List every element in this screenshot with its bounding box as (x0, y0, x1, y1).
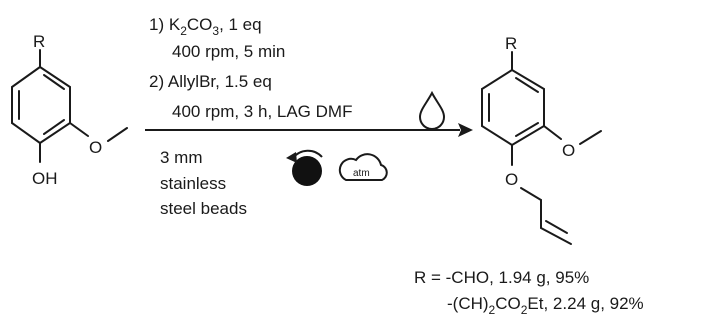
beads-line-2: stainless (160, 174, 226, 193)
ring-bond (481, 69, 513, 90)
ring-bond (511, 125, 545, 146)
sm-methoxy-o-label: O (89, 138, 102, 157)
aromatic-double-bond (43, 74, 65, 90)
result-line-1: R = -CHO, 1.94 g, 95% (414, 268, 589, 287)
ball-mill-icon (286, 149, 323, 186)
product-ether-o-label: O (505, 170, 518, 189)
starting-material (11, 49, 128, 163)
alkene-double-bond (545, 220, 568, 234)
sm-r-label: R (33, 32, 45, 51)
condition-step1-detail: 400 rpm, 5 min (172, 42, 285, 61)
condition-step1: 1) K2CO3, 1 eq (149, 15, 262, 38)
ring-bond (511, 69, 545, 90)
condition-step2: 2) AllylBr, 1.5 eq (149, 72, 272, 91)
product (481, 51, 602, 245)
allyl-bond (520, 187, 542, 201)
result-line-2: -(CH)2CO2Et, 2.24 g, 92% (447, 294, 644, 317)
ring-bond (481, 125, 513, 146)
methoxy-o-bond (69, 122, 89, 137)
ring-bond (39, 122, 71, 144)
methoxy-o-bond (543, 125, 562, 140)
condition-step2-detail: 400 rpm, 3 h, LAG DMF (172, 102, 352, 121)
allyl-bond (540, 227, 572, 245)
sm-hydroxyl-label: OH (32, 169, 58, 188)
methyl-bond (107, 127, 128, 142)
aromatic-double-bond (515, 77, 539, 93)
beads-line-1: 3 mm (160, 148, 203, 167)
ring-bond (11, 66, 41, 88)
aromatic-double-bond (43, 119, 65, 135)
aromatic-double-bond (515, 122, 539, 137)
arrow-head (458, 123, 473, 137)
methyl-bond (579, 130, 602, 145)
cloud-icon: atm (338, 153, 388, 181)
ring-bond (39, 66, 71, 88)
product-methoxy-o-label: O (562, 141, 575, 160)
ring-bond (11, 122, 41, 144)
beads-line-3: steel beads (160, 199, 247, 218)
product-r-label: R (505, 34, 517, 53)
droplet-icon (418, 90, 446, 130)
reaction-arrow (145, 123, 473, 137)
atmosphere-label: atm (353, 168, 370, 179)
